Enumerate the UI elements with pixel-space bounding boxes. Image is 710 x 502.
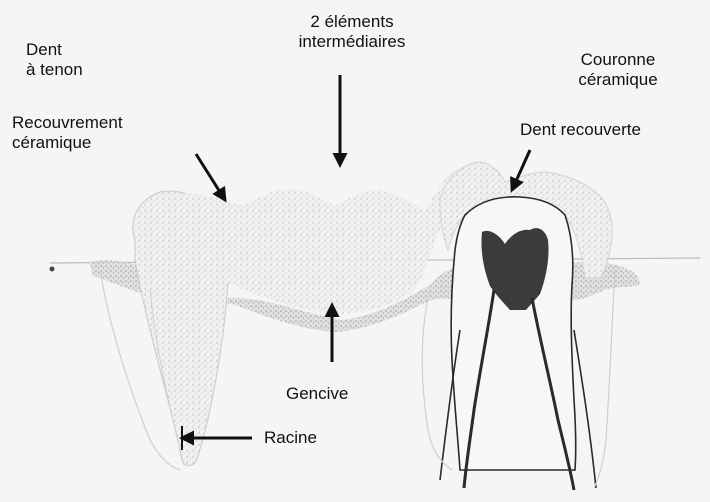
root-outline-right	[574, 330, 596, 488]
label-ceramic-crown: Couronne céramique	[548, 50, 688, 90]
dot-marker	[50, 267, 55, 272]
outer-outline-far-right	[594, 270, 615, 488]
label-gum: Gencive	[286, 384, 348, 404]
label-pontics: 2 éléments intermédiaires	[262, 12, 442, 52]
arrow-ceramic-coating	[196, 154, 225, 200]
label-ceramic-coating: Recouvrement céramique	[12, 113, 123, 153]
outer-outline-right	[422, 290, 452, 470]
label-post-tooth: Dent à tenon	[26, 40, 83, 80]
label-covered-tooth: Dent recouverte	[520, 120, 641, 140]
label-root: Racine	[264, 428, 317, 448]
